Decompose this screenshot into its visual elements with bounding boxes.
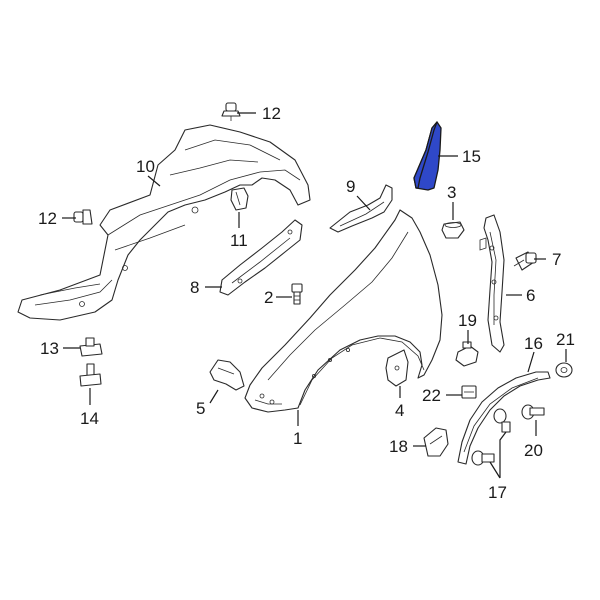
part-5-bracket [209, 359, 245, 391]
part-20-rivet [521, 404, 545, 420]
callout-12-top: 12 [262, 104, 281, 123]
part-7-screw [513, 251, 537, 271]
callout-11: 11 [230, 231, 248, 250]
part-8-bracket [219, 219, 303, 296]
callout-1: 1 [293, 429, 302, 448]
callout-15: 15 [462, 147, 481, 166]
part-10-fender-liner [17, 124, 311, 321]
callout-2: 2 [264, 288, 273, 307]
leader-lines [62, 112, 567, 479]
part-14-bolt [79, 363, 102, 387]
part-1-fender [244, 209, 443, 413]
part-15-seal-highlighted [413, 121, 442, 191]
part-16-arch-molding [457, 371, 551, 465]
part-11-clip [230, 187, 249, 211]
callout-labels: 12 12 10 11 8 9 2 3 15 6 7 19 4 5 1 13 1… [38, 104, 575, 502]
part-3-grommet [441, 221, 465, 239]
part-2-bolt [291, 283, 303, 305]
callout-8: 8 [190, 278, 199, 297]
callout-22: 22 [422, 386, 441, 405]
callout-9: 9 [346, 177, 355, 196]
callout-10: 10 [136, 157, 155, 176]
part-6-seal-strip [479, 214, 505, 353]
part-21-nut [555, 362, 573, 378]
callout-5: 5 [196, 399, 205, 418]
callout-21: 21 [556, 330, 575, 349]
callout-4: 4 [395, 401, 404, 420]
callout-7: 7 [552, 250, 561, 269]
part-13-nut [79, 337, 103, 357]
callout-19: 19 [458, 311, 477, 330]
callout-16: 16 [524, 334, 543, 353]
part-22-clip [461, 385, 477, 399]
callout-18: 18 [389, 437, 408, 456]
part-9-bracket [329, 184, 393, 233]
part-12-clip-top [221, 102, 241, 121]
part-17-clips [471, 408, 511, 466]
callout-13: 13 [40, 339, 59, 358]
callout-6: 6 [526, 286, 535, 305]
part-12-clip-left [73, 209, 93, 225]
part-19-clip [455, 341, 479, 367]
callout-3: 3 [447, 183, 456, 202]
callout-17: 17 [488, 483, 507, 502]
callout-20: 20 [524, 441, 543, 460]
part-18-bracket [423, 427, 449, 457]
callout-12-left: 12 [38, 209, 57, 228]
part-4-flap [385, 349, 409, 387]
callout-14: 14 [80, 409, 99, 428]
